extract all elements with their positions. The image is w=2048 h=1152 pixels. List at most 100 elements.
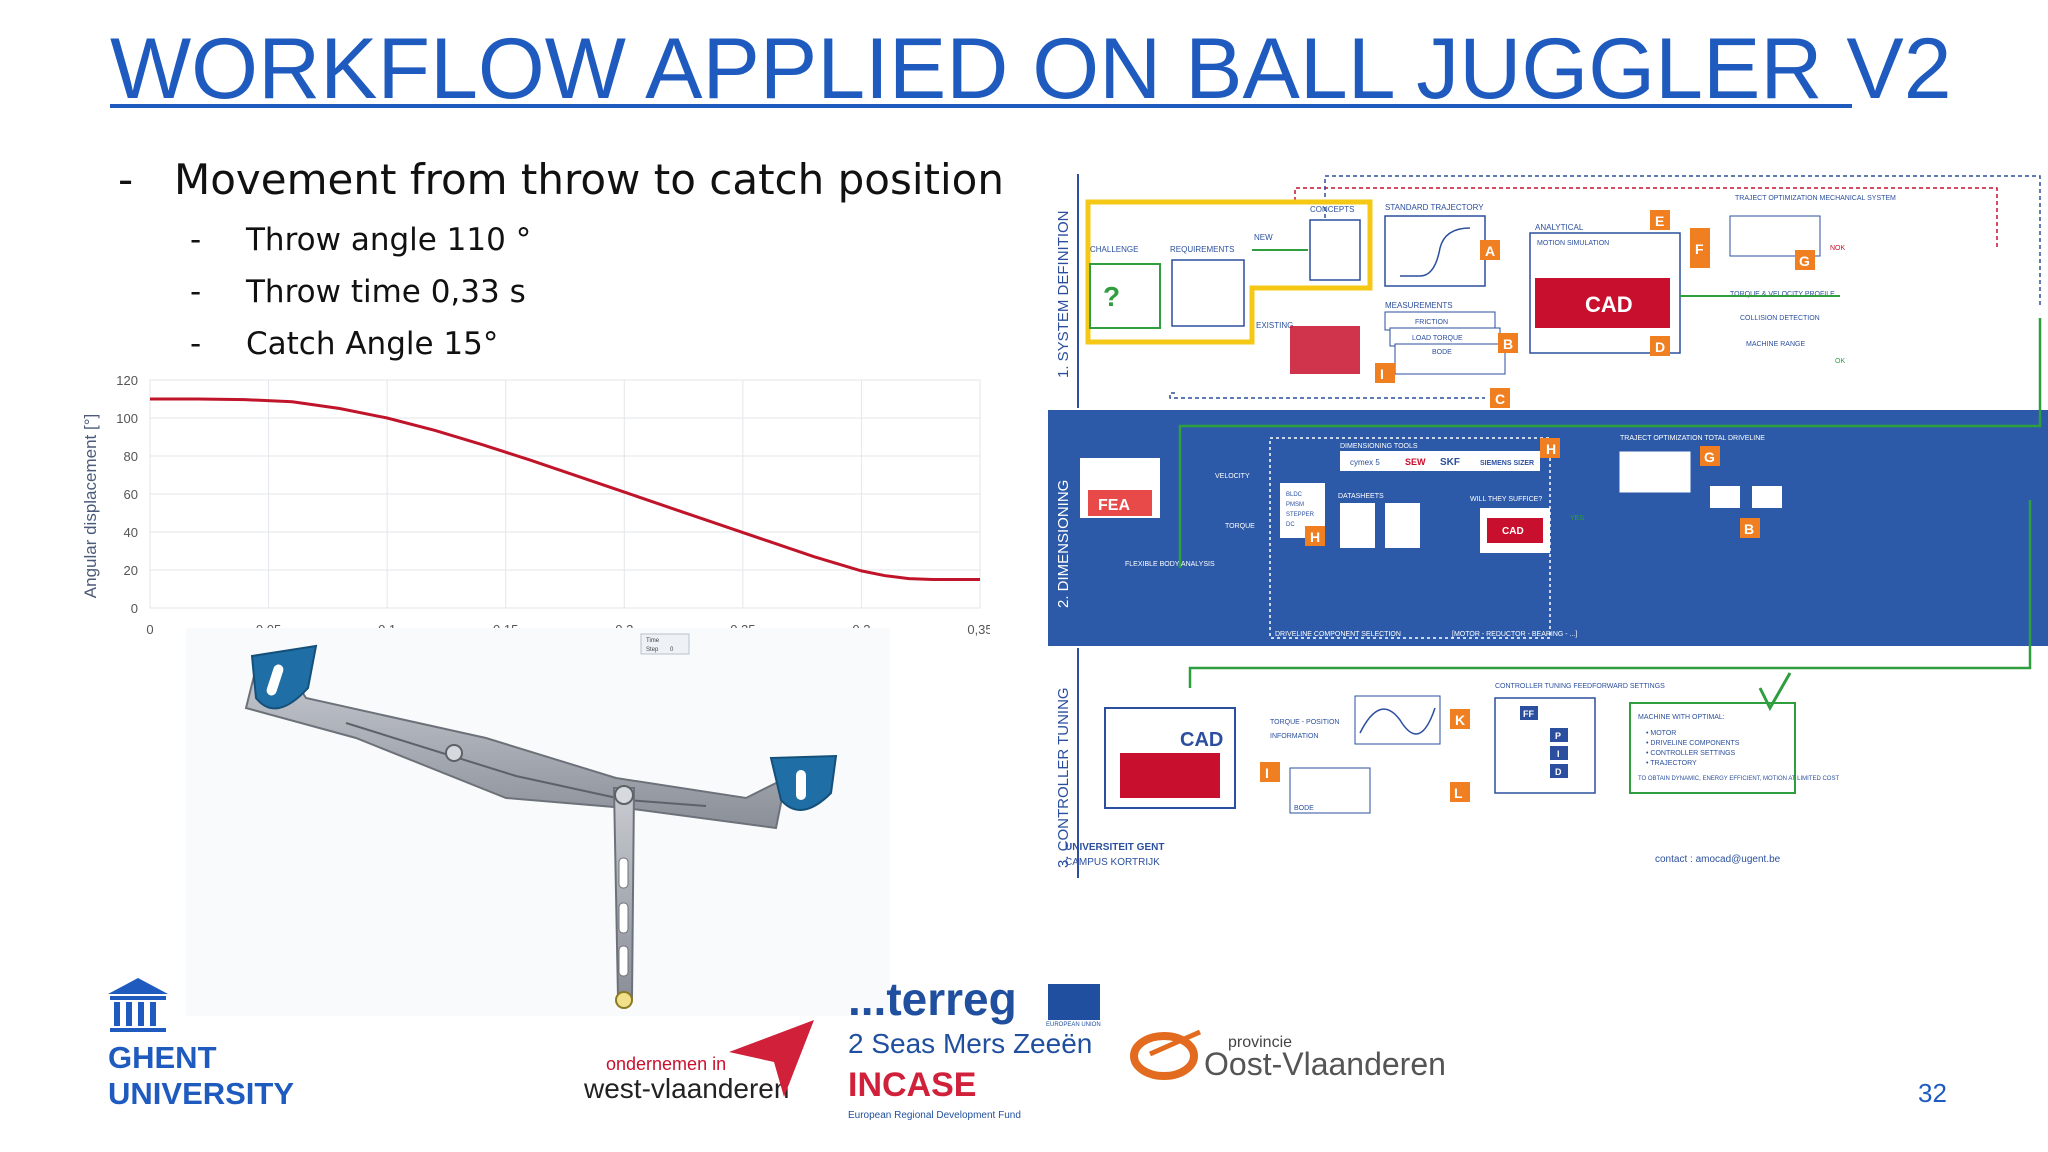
- svg-text:INFORMATION: INFORMATION: [1270, 733, 1318, 740]
- svg-text:FF: FF: [1523, 709, 1534, 719]
- svg-text:UNIVERSITEIT GENT: UNIVERSITEIT GENT: [1065, 842, 1164, 853]
- provincie-big-text: Oost-Vlaanderen: [1204, 1046, 1446, 1082]
- svg-text:[MOTOR - REDUCTOR - BEARING -: [MOTOR - REDUCTOR - BEARING - ...]: [1452, 631, 1577, 638]
- svg-text:NEW: NEW: [1254, 233, 1273, 242]
- incase-text: INCASE: [848, 1066, 977, 1104]
- svg-text:DC: DC: [1286, 522, 1295, 528]
- section-dimensioning: 2. DIMENSIONING: [1055, 480, 1072, 608]
- eu-label: EUROPEAN UNION: [1046, 1022, 1101, 1028]
- svg-text:SIEMENS SIZER: SIEMENS SIZER: [1480, 460, 1534, 467]
- svg-text:F: F: [1695, 241, 1704, 257]
- svg-text:PMSM: PMSM: [1286, 502, 1304, 508]
- chart-y-label: Angular displacement [°]: [81, 414, 100, 598]
- svg-text:K: K: [1455, 712, 1465, 728]
- svg-text:D: D: [1655, 339, 1665, 355]
- chart-y-tick-label: 40: [124, 525, 138, 540]
- svg-text:?: ?: [1103, 281, 1120, 312]
- svg-text:DIMENSIONING TOOLS: DIMENSIONING TOOLS: [1340, 443, 1418, 450]
- svg-text:MEASUREMENTS: MEASUREMENTS: [1385, 301, 1453, 310]
- svg-text:BLDC: BLDC: [1286, 492, 1303, 498]
- svg-text:• MOTOR: • MOTOR: [1646, 730, 1676, 737]
- svg-text:MOTION SIMULATION: MOTION SIMULATION: [1537, 240, 1609, 247]
- section-system-definition: 1. SYSTEM DEFINITION: [1055, 210, 1072, 378]
- svg-text:SKF: SKF: [1440, 457, 1460, 468]
- chart-series-line: [150, 397, 980, 581]
- svg-text:FLEXIBLE BODY ANALYSIS: FLEXIBLE BODY ANALYSIS: [1125, 561, 1215, 568]
- erdf-text: European Regional Development Fund: [848, 1110, 1021, 1121]
- svg-text:BODE: BODE: [1294, 805, 1314, 812]
- eu-flag-icon: [1048, 984, 1100, 1020]
- svg-text:cymex 5: cymex 5: [1350, 458, 1380, 467]
- owv-logo-line2: west-vlaanderen: [584, 1073, 790, 1104]
- svg-text:FRICTION: FRICTION: [1415, 319, 1448, 326]
- chart-y-tick-label: 20: [124, 563, 138, 578]
- chart-y-tick-label: 80: [124, 449, 138, 464]
- svg-text:STANDARD TRAJECTORY: STANDARD TRAJECTORY: [1385, 203, 1484, 212]
- title-underline: [110, 104, 1852, 108]
- svg-text:TO OBTAIN DYNAMIC, ENERGY EFFI: TO OBTAIN DYNAMIC, ENERGY EFFICIENT, MOT…: [1638, 776, 1839, 782]
- svg-text:P: P: [1555, 731, 1561, 741]
- svg-text:ANALYTICAL: ANALYTICAL: [1535, 223, 1584, 232]
- svg-text:CONTROLLER TUNING FEEDFORWARD: CONTROLLER TUNING FEEDFORWARD SETTINGS: [1495, 683, 1665, 690]
- svg-text:• CONTROLLER SETTINGS: • CONTROLLER SETTINGS: [1646, 750, 1736, 757]
- svg-text:CAMPUS KORTRIJK: CAMPUS KORTRIJK: [1065, 857, 1160, 868]
- svg-text:NOK: NOK: [1830, 245, 1846, 252]
- svg-text:CONCEPTS: CONCEPTS: [1310, 205, 1354, 214]
- svg-text:COLLISION DETECTION: COLLISION DETECTION: [1740, 315, 1820, 322]
- svg-text:OK: OK: [1835, 358, 1845, 365]
- concept-highlight-box: [1085, 199, 1373, 345]
- bullet-main-text: Movement from throw to catch position: [174, 155, 1004, 204]
- svg-text:CHALLENGE: CHALLENGE: [1090, 245, 1138, 254]
- interreg-logo-text: ...terreg: [848, 973, 1017, 1025]
- svg-text:I: I: [1265, 765, 1269, 781]
- svg-text:C: C: [1495, 391, 1505, 407]
- svg-text:STEPPER: STEPPER: [1286, 512, 1315, 518]
- section-controller-tuning: 3. CONTROLLER TUNING: [1055, 687, 1072, 868]
- svg-text:G: G: [1704, 449, 1715, 465]
- chart-y-tick-label: 100: [116, 411, 138, 426]
- svg-text:EXISTING: EXISTING: [1256, 321, 1293, 330]
- svg-text:DRIVELINE COMPONENT SELECTION: DRIVELINE COMPONENT SELECTION: [1275, 631, 1401, 638]
- svg-text:H: H: [1310, 529, 1320, 545]
- svg-text:MACHINE RANGE: MACHINE RANGE: [1746, 341, 1805, 348]
- svg-text:BODE: BODE: [1432, 349, 1452, 356]
- chart-y-tick-label: 0: [131, 601, 138, 616]
- svg-text:A: A: [1485, 243, 1495, 259]
- svg-text:DATASHEETS: DATASHEETS: [1338, 493, 1384, 500]
- ghent-university-logo-text: GHENT UNIVERSITY: [108, 1040, 295, 1111]
- svg-text:YES: YES: [1570, 515, 1584, 522]
- interreg-2seas-text: 2 Seas Mers Zeeën: [848, 1028, 1093, 1059]
- svg-text:TRAJECT OPTIMIZATION MECHANICA: TRAJECT OPTIMIZATION MECHANICAL SYSTEM: [1735, 195, 1896, 202]
- svg-text:H: H: [1546, 441, 1556, 457]
- provincie-logo-icon: [1130, 1029, 1202, 1080]
- chart-y-tick-label: 120: [116, 373, 138, 388]
- page-number: 32: [1918, 1078, 1947, 1108]
- svg-text:REQUIREMENTS: REQUIREMENTS: [1170, 245, 1234, 254]
- bullet-dash: -: [118, 155, 134, 204]
- svg-text:CAD: CAD: [1502, 526, 1524, 537]
- owv-logo-line1: ondernemen in: [606, 1054, 727, 1074]
- svg-text:I: I: [1557, 749, 1560, 759]
- svg-text:VELOCITY: VELOCITY: [1215, 473, 1250, 480]
- svg-text:TORQUE - POSITION: TORQUE - POSITION: [1270, 719, 1340, 726]
- chart-x-tick-label: 0: [146, 622, 153, 637]
- svg-text:contact : amocad@ugent.be: contact : amocad@ugent.be: [1655, 854, 1781, 865]
- svg-text:G: G: [1799, 253, 1810, 269]
- svg-text:B: B: [1503, 336, 1513, 352]
- ball-juggler-mechanism-image: Time Step 0: [186, 628, 890, 1016]
- chart-grid: [149, 379, 981, 609]
- svg-text:L: L: [1454, 785, 1463, 801]
- svg-text:• DRIVELINE COMPONENTS: • DRIVELINE COMPONENTS: [1646, 740, 1740, 747]
- workflow-diagram: 1. SYSTEM DEFINITION 2. DIMENSIONING 3. …: [1048, 174, 2048, 878]
- svg-text:SEW: SEW: [1405, 457, 1426, 467]
- svg-text:CAD: CAD: [1585, 292, 1633, 317]
- svg-text:MACHINE WITH OPTIMAL:: MACHINE WITH OPTIMAL:: [1638, 714, 1725, 721]
- svg-text:D: D: [1555, 767, 1562, 777]
- svg-text:E: E: [1655, 213, 1664, 229]
- ghent-university-logo-icon: [108, 978, 168, 1032]
- slide-title: WORKFLOW APPLIED ON BALL JUGGLER V2: [110, 21, 1952, 117]
- svg-text:CAD: CAD: [1180, 729, 1223, 751]
- svg-text:LOAD TORQUE: LOAD TORQUE: [1412, 335, 1463, 342]
- svg-text:WILL THEY SUFFICE?: WILL THEY SUFFICE?: [1470, 496, 1542, 503]
